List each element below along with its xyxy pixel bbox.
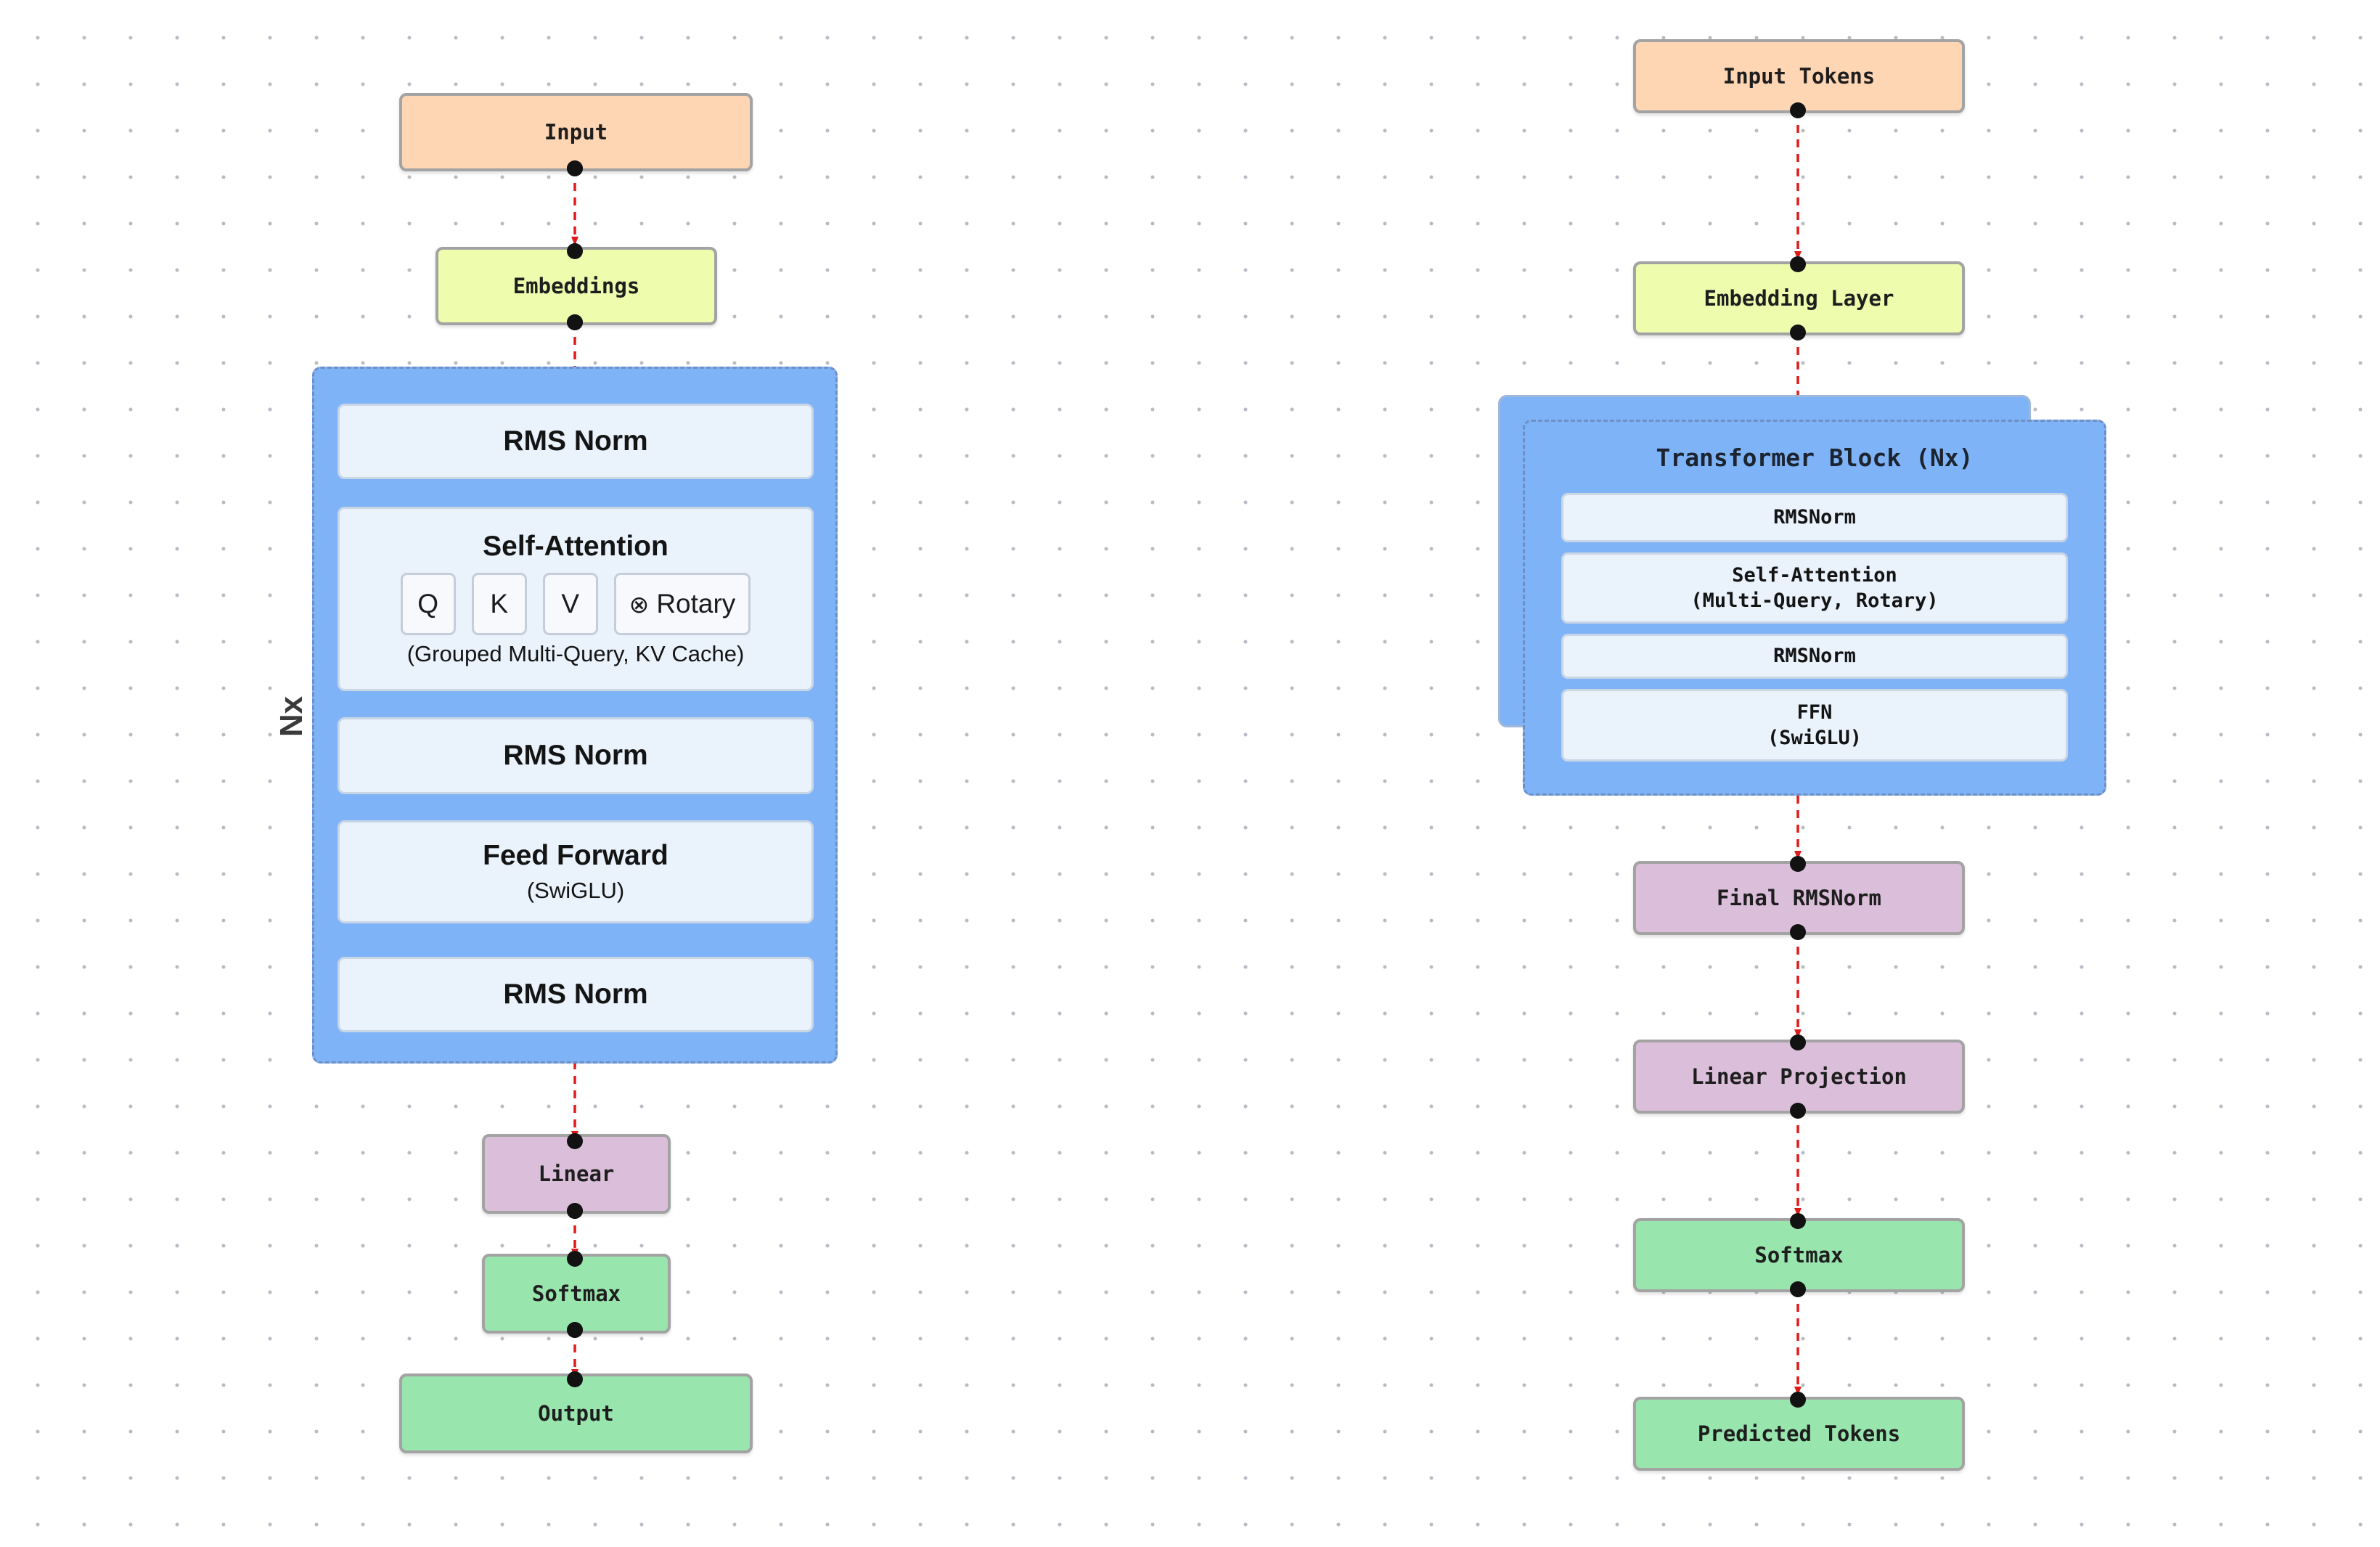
linear-input-port-top[interactable] <box>567 1133 583 1149</box>
final-rmsnorm-output-port[interactable] <box>1790 924 1806 940</box>
self-attention-line1: Self-Attention <box>1732 563 1897 587</box>
right-connectors <box>1794 110 1802 1395</box>
rms-norm-2-label: RMS Norm <box>503 740 648 771</box>
ffn-line2: (SwiGLU) <box>1767 727 1862 749</box>
k-label: K <box>490 589 509 619</box>
rms-norm-2[interactable]: RMS Norm <box>338 717 814 794</box>
predicted-tokens-node[interactable]: Predicted Tokens <box>1633 1397 1965 1471</box>
q-chip[interactable]: Q <box>400 573 456 635</box>
input-label: Input <box>544 120 608 144</box>
softmax-output-port-top[interactable] <box>567 1322 583 1338</box>
self-attention-title: Self-Attention <box>483 531 668 562</box>
final-rmsnorm-label: Final RMSNorm <box>1717 886 1881 910</box>
input-node[interactable]: Input <box>399 93 753 171</box>
embeddings-label: Embeddings <box>512 274 640 298</box>
right-architecture-diagram: Input Tokens Embedding Layer Transformer… <box>1190 0 2380 1547</box>
embedding-layer-label: Embedding Layer <box>1704 286 1894 311</box>
softmax-input-port-top[interactable] <box>567 1251 583 1267</box>
input-tokens-label: Input Tokens <box>1722 64 1876 89</box>
rotary-chip[interactable]: ⊗ Rotary <box>613 573 751 635</box>
input-tokens-output-port[interactable] <box>1790 102 1806 118</box>
linear-output-port-top[interactable] <box>567 1203 583 1219</box>
v-label: V <box>561 589 580 619</box>
linear-label: Linear <box>538 1162 615 1186</box>
rmsnorm-2-label: RMSNorm <box>1773 645 1856 668</box>
self-attention-line2: (Multi-Query, Rotary) <box>1690 589 1939 612</box>
feed-forward-box[interactable]: Feed Forward (SwiGLU) <box>338 820 814 923</box>
softmax-node[interactable]: Softmax <box>1633 1218 1965 1292</box>
self-attention-box[interactable]: Self-Attention (Multi-Query, Rotary) <box>1561 552 2068 624</box>
embeddings-output-port-top[interactable] <box>567 314 583 330</box>
input-output-port-top[interactable] <box>567 160 583 176</box>
embeddings-input-port-top[interactable] <box>567 243 583 259</box>
linear-projection-label: Linear Projection <box>1691 1064 1907 1089</box>
final-rmsnorm-node[interactable]: Final RMSNorm <box>1633 861 1965 935</box>
linear-projection-output-port[interactable] <box>1790 1103 1806 1119</box>
embedding-layer-input-port[interactable] <box>1790 256 1806 272</box>
softmax-output-port[interactable] <box>1790 1281 1806 1297</box>
output-input-port-top[interactable] <box>567 1371 583 1387</box>
attention-chips: Q K V ⊗ Rotary <box>400 573 751 635</box>
self-attention-box[interactable]: Self-Attention Q K V ⊗ Rotary (Grouped M… <box>338 507 814 691</box>
input-tokens-node[interactable]: Input Tokens <box>1633 39 1965 113</box>
repeat-nx-label: Nx <box>274 695 309 738</box>
final-rmsnorm-input-port[interactable] <box>1790 856 1806 872</box>
transformer-block-title: Transformer Block (Nx) <box>1656 444 1974 472</box>
ffn-line1: FFN <box>1796 701 1833 724</box>
softmax-input-port[interactable] <box>1790 1213 1806 1229</box>
predicted-tokens-input-port[interactable] <box>1790 1392 1806 1408</box>
embedding-layer-output-port[interactable] <box>1790 324 1806 340</box>
rms-norm-3-label: RMS Norm <box>503 979 648 1010</box>
ffn-box[interactable]: FFN (SwiGLU) <box>1561 689 2068 762</box>
rms-norm-1[interactable]: RMS Norm <box>338 404 814 479</box>
output-label: Output <box>538 1401 614 1426</box>
feed-forward-title: Feed Forward <box>483 840 668 871</box>
predicted-tokens-label: Predicted Tokens <box>1697 1421 1901 1446</box>
k-chip[interactable]: K <box>471 573 527 635</box>
circled-times-icon: ⊗ <box>629 589 650 619</box>
transformer-block[interactable]: RMS Norm Self-Attention Q K V ⊗ Rotary (… <box>312 367 838 1064</box>
rotary-label: Rotary <box>656 589 736 619</box>
self-attention-note: (Grouped Multi-Query, KV Cache) <box>406 641 745 666</box>
softmax-label: Softmax <box>531 1281 621 1306</box>
v-chip[interactable]: V <box>542 573 598 635</box>
rms-norm-3[interactable]: RMS Norm <box>338 957 814 1032</box>
softmax-label: Softmax <box>1754 1243 1844 1268</box>
transformer-block-nx[interactable]: Transformer Block (Nx) RMSNorm Self-Atte… <box>1523 420 2106 796</box>
feed-forward-note: (SwiGLU) <box>526 878 625 903</box>
left-architecture-diagram: Input Embeddings Nx RMS Norm Self-Attent… <box>274 93 838 1453</box>
linear-projection-input-port[interactable] <box>1790 1034 1806 1050</box>
rmsnorm-1-label: RMSNorm <box>1773 506 1856 529</box>
rms-norm-1-label: RMS Norm <box>503 425 648 457</box>
rmsnorm-2[interactable]: RMSNorm <box>1561 634 2068 679</box>
rmsnorm-1[interactable]: RMSNorm <box>1561 493 2068 542</box>
q-label: Q <box>417 589 439 619</box>
